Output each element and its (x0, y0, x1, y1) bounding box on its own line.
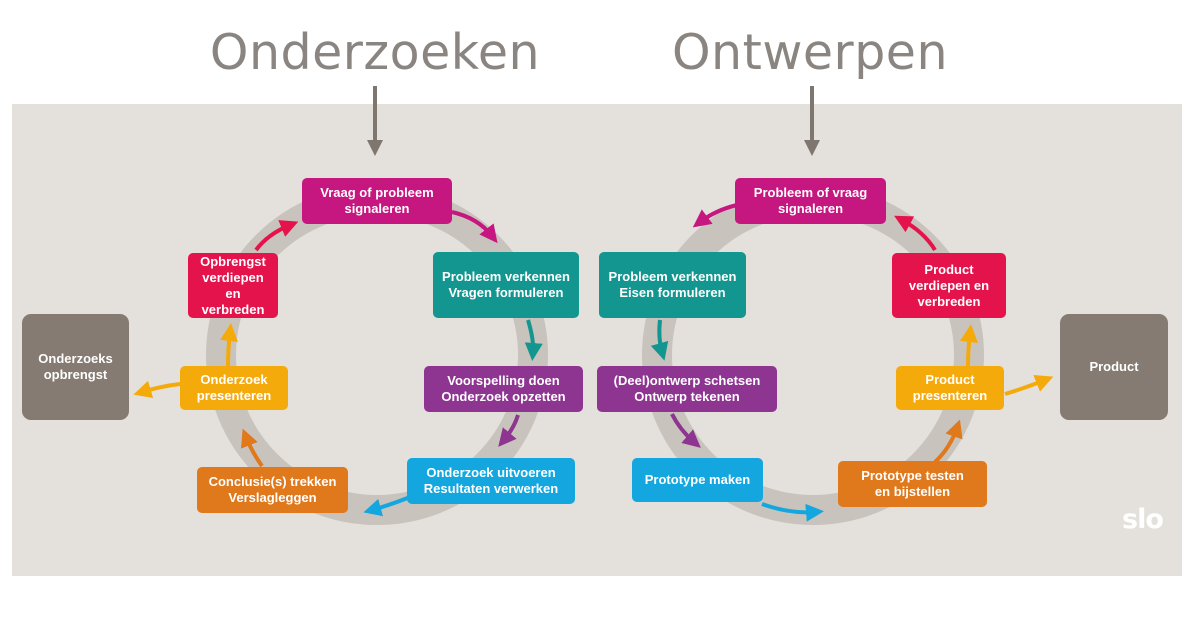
arrow-present-to-outcome (133, 380, 181, 399)
arrow-d-present-to-product (1004, 374, 1054, 396)
design-step-explore: Probleem verkennen Eisen formuleren (599, 252, 746, 318)
design-step-label: Prototype maken (644, 472, 751, 487)
research-step-signal: Vraag of probleem signaleren (302, 178, 452, 224)
arrow-conclude-to-present (240, 428, 264, 468)
research-title: Onderzoeken (209, 24, 541, 81)
research-step-label: Voorspelling doen Onderzoek opzetten (441, 373, 566, 404)
research-step-present: Onderzoek presenteren (180, 366, 288, 410)
arrow-d-deepen-to-signal (894, 215, 937, 252)
research-step-label: Onderzoek presenteren (196, 372, 272, 403)
arrow-d-test-to-present (933, 419, 963, 464)
design-outcome-box: Product (1060, 314, 1168, 420)
research-step-label: Conclusie(s) trekken Verslagleggen (208, 474, 337, 505)
arrow-d-explore-to-sketch (650, 319, 669, 361)
research-step-label: Opbrengst verdiepen en verbreden (200, 253, 266, 317)
research-step-label: Vraag of probleem signaleren (320, 185, 434, 216)
arrow-d-prototype-to-test (761, 502, 824, 522)
research-step-explore: Probleem verkennen Vragen formuleren (433, 252, 579, 318)
design-step-label: (Deel)ontwerp schetsen Ontwerp tekenen (613, 373, 761, 404)
arrow-d-present-to-deepen (960, 324, 978, 367)
arrow-signal-to-explore (451, 210, 498, 244)
design-step-present: Product presenteren (896, 366, 1004, 410)
design-step-test: Prototype testen en bijstellen (838, 461, 987, 507)
design-step-signal: Probleem of vraag signaleren (735, 178, 886, 224)
design-step-prototype: Prototype maken (632, 458, 763, 502)
arrow-explore-to-predict (524, 319, 543, 361)
design-outcome-label: Product (1089, 359, 1139, 374)
arrow-execute-to-conclude (363, 495, 411, 517)
research-step-predict: Voorspelling doen Onderzoek opzetten (424, 366, 583, 412)
arrow-deepen-to-signal (254, 220, 299, 252)
arrow-d-sketch-to-prototype (670, 413, 701, 448)
research-step-deepen: Opbrengst verdiepen en verbreden (188, 253, 278, 318)
arrow-d-signal-to-explore (692, 203, 738, 228)
design-step-label: Product verdiepen en verbreden (908, 261, 990, 309)
research-step-label: Onderzoek uitvoeren Resultaten verwerken (423, 465, 559, 496)
arrow-predict-to-execute (498, 414, 520, 447)
research-step-execute: Onderzoek uitvoeren Resultaten verwerken (407, 458, 575, 504)
slo-logo: slo (1122, 504, 1164, 535)
research-step-label: Probleem verkennen Vragen formuleren (442, 269, 570, 300)
design-step-label: Probleem verkennen Eisen formuleren (608, 269, 737, 300)
design-step-deepen: Product verdiepen en verbreden (892, 253, 1006, 318)
research-outcome-label: Onderzoeks opbrengst (38, 351, 113, 382)
arrow-present-to-deepen (220, 323, 238, 367)
design-step-label: Probleem of vraag signaleren (753, 185, 868, 216)
research-outcome-box: Onderzoeks opbrengst (22, 314, 129, 420)
design-step-label: Prototype testen en bijstellen (861, 468, 964, 499)
research-step-conclude: Conclusie(s) trekken Verslagleggen (197, 467, 348, 513)
design-step-label: Product presenteren (912, 372, 988, 403)
design-title: Ontwerpen (671, 24, 948, 81)
design-step-sketch: (Deel)ontwerp schetsen Ontwerp tekenen (597, 366, 777, 412)
